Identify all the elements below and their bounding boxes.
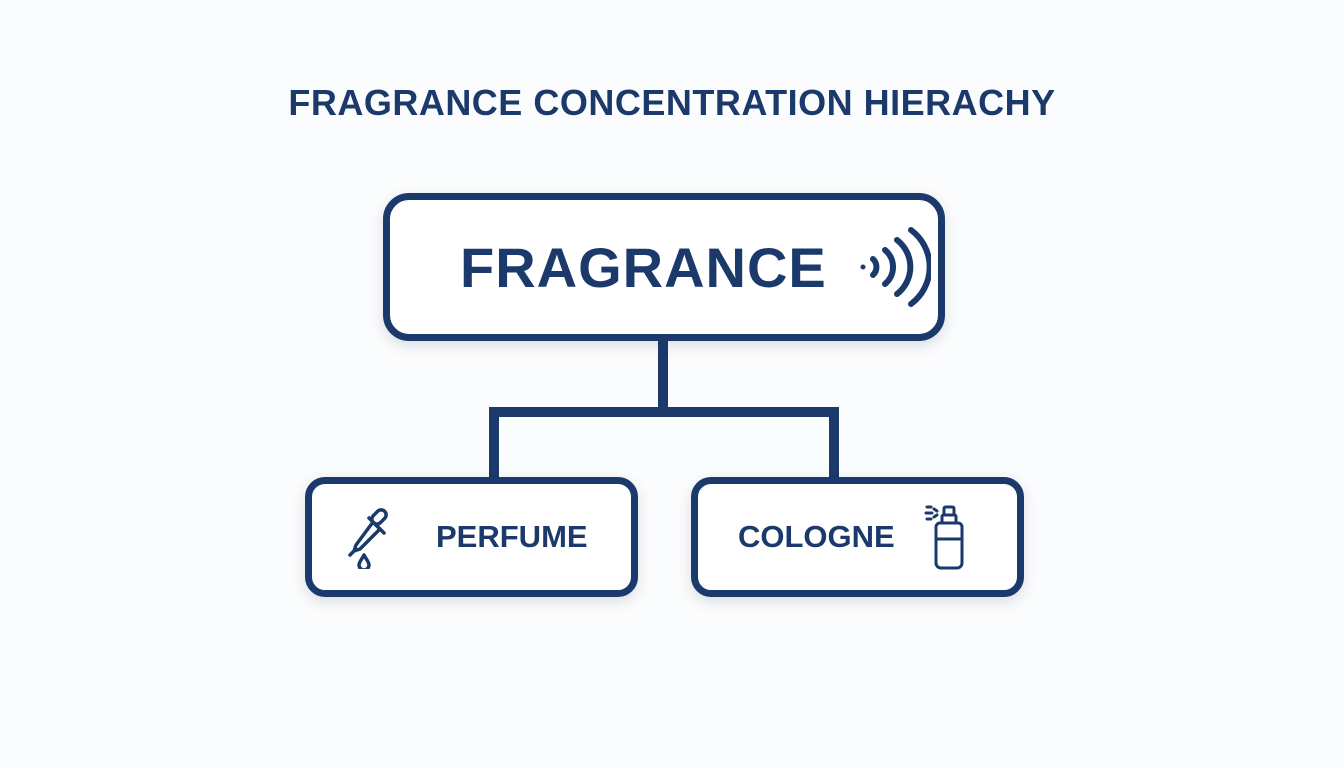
- spray-bottle-icon: [923, 501, 971, 573]
- scent-waves-icon: [855, 222, 931, 312]
- dropper-icon: [344, 505, 400, 569]
- root-node-fragrance: FRAGRANCE: [383, 193, 945, 341]
- child-node-cologne: COLOGNE: [691, 477, 1024, 597]
- child-node-perfume: PERFUME: [305, 477, 638, 597]
- diagram-title: FRAGRANCE CONCENTRATION HIERACHY: [288, 82, 1056, 123]
- branch-bar-line: [489, 407, 839, 480]
- cologne-label: COLOGNE: [738, 519, 895, 554]
- root-node-label: FRAGRANCE: [460, 235, 827, 299]
- perfume-label: PERFUME: [436, 519, 588, 554]
